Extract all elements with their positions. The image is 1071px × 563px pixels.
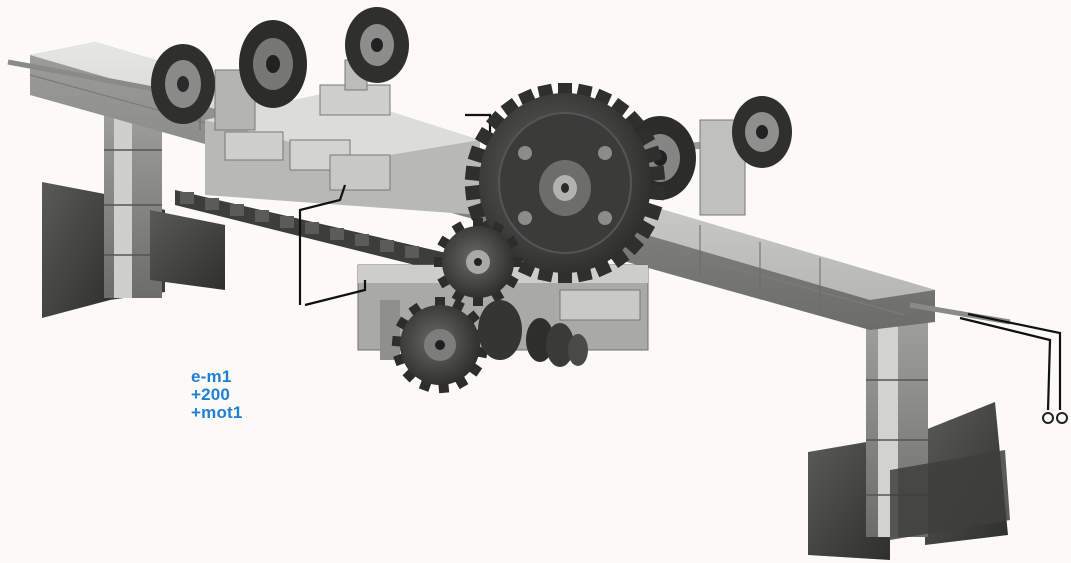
small-gear-lower xyxy=(391,297,489,394)
left-base-plate-back xyxy=(42,182,110,318)
left-base-plate-front xyxy=(150,210,225,290)
wire-left xyxy=(298,184,347,305)
caption-line-3: +mot1 xyxy=(191,403,243,422)
caption-line-1: e-m1 xyxy=(191,367,232,386)
right-support xyxy=(808,322,1010,560)
caption-line-2: +200 xyxy=(191,385,231,404)
carriage xyxy=(205,59,746,216)
part-list-caption: e-m1 +200 +mot1 xyxy=(191,368,243,422)
wire-terminal-2 xyxy=(1056,412,1068,424)
carriage-top xyxy=(205,92,480,160)
wire-left-2 xyxy=(304,280,367,307)
worm-drive xyxy=(478,300,588,367)
left-support xyxy=(42,112,225,318)
wire-terminal-1 xyxy=(1042,412,1054,424)
left-axle xyxy=(7,59,171,95)
wire-right xyxy=(959,316,1052,411)
gear-rack xyxy=(175,190,455,275)
wire-right-2 xyxy=(967,312,1062,410)
small-gear-upper xyxy=(434,218,522,306)
